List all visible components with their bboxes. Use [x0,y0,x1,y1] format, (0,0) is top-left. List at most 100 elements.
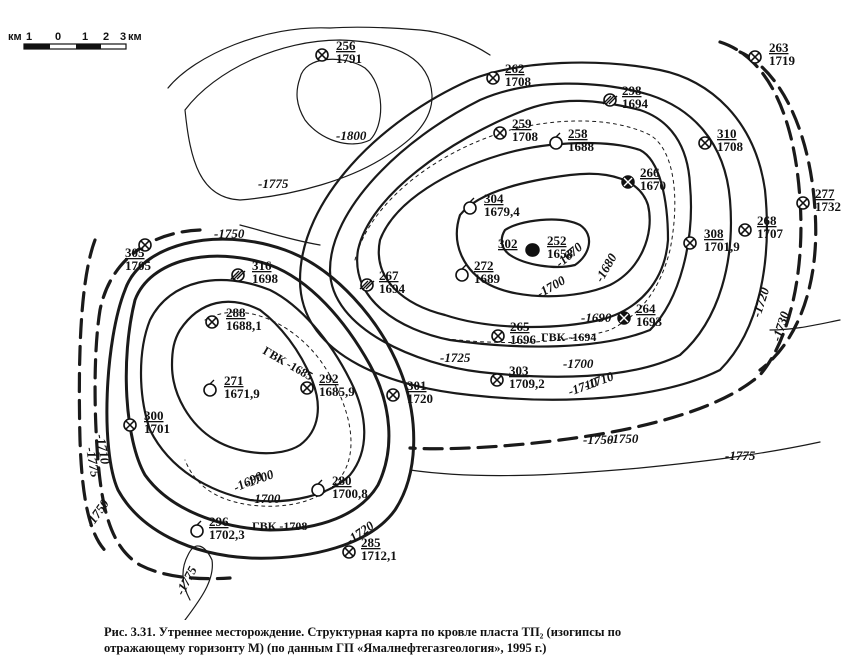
contour-1750-west [93,228,232,581]
well-number: 288 [226,305,246,320]
contour-label: -1750 [608,431,639,446]
well-number: 305 [125,245,145,260]
well-depth-value: 1694 [622,96,649,111]
scale-tick-5: 3 [120,31,126,43]
well-number: 310 [717,126,737,141]
well-number: 277 [815,186,835,201]
gwc-label: ГВК -1708 [252,519,307,533]
well-number: 292 [319,371,339,386]
contour-1775-west [184,39,433,201]
contour-1720-west [105,237,416,560]
well-number: 303 [509,363,529,378]
well-number: 262 [505,61,525,76]
contour-1730 [738,50,818,372]
scale-bar: км 1 0 1 2 3 км [8,31,142,50]
contour-1680 [455,172,651,298]
well-tick-mark [196,520,202,526]
well-depth-value: 1708 [512,129,539,144]
contour-1800 [296,58,382,145]
contour-1710 [328,82,733,378]
well-number: 298 [622,83,642,98]
contour-label: -1775 [83,446,103,479]
contour-1700-north [356,99,693,348]
well-cross-mark [388,390,398,400]
well-cross-mark [740,225,750,235]
well-cross-mark [750,52,760,62]
well-depth-value: 1698 [252,271,279,286]
well-depth-value: 1720 [407,391,433,406]
well-number: 271 [224,373,244,388]
well-depth-value: 1671,9 [224,386,260,401]
well-depth-value: 1688,1 [226,318,262,333]
figure-caption: Рис. 3.31. Утреннее месторождение. Струк… [104,624,824,656]
well-number: 304 [484,191,504,206]
well-marker-icon [549,136,563,150]
well-marker-icon [203,383,217,397]
well-cross-mark [798,198,808,208]
well-number: 316 [252,258,272,273]
well-depth-value: 1701,9 [704,239,740,254]
contour-label: -1775 [172,563,200,597]
well-cross-mark [623,177,633,187]
well-number: 301 [407,378,427,393]
well-depth-value: 1688 [568,139,595,154]
well-tick-mark [209,379,215,385]
contour-labels: -1800 -1775 -1750 -1775 -1775 -1775 -175… [82,128,792,597]
well-302[interactable]: 302 [498,236,539,257]
well-tick-mark [461,264,467,270]
well-depth-value: 1702,3 [209,527,245,542]
well-number: 252 [547,233,567,248]
gwc-label: ГВК -1694 [541,330,596,344]
contours-bold [105,237,416,560]
contour-1750-east [408,40,803,451]
well-number: 302 [498,236,518,251]
caption-line-2: отражающему горизонту М) (по данным ГП «… [104,641,547,655]
well-number: 264 [636,301,656,316]
well-cross-mark [302,383,312,393]
contour-label: -1710 [582,368,616,393]
well-cross-mark [207,317,217,327]
well-number: 308 [704,226,724,241]
contour-1775-east [409,441,821,477]
well-depth-value: 1685,9 [319,384,355,399]
contour-label: -1750 [214,226,245,241]
contour-label: -1800 [336,128,367,143]
well-depth-value: 1705 [125,258,152,273]
scale-tick-4: 2 [103,31,109,43]
contours-thin [167,26,841,620]
well-number: 265 [510,319,530,334]
well-hatch-mark [236,270,246,280]
well-cross-mark [344,547,354,557]
well-tick-mark [469,197,475,203]
well-depth-value: 1719 [769,53,796,68]
contours-dashed [77,40,818,581]
